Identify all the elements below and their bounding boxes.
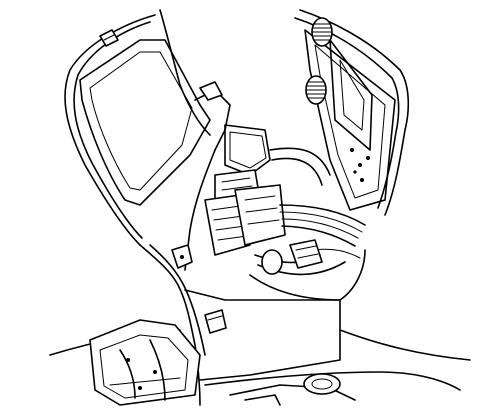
lower-left-bracket: [49, 319, 201, 406]
lower-knob-icon: [305, 75, 327, 105]
center-module: [184, 81, 271, 271]
lower-dash-structure: [139, 244, 471, 406]
left-trim-panel: [64, 9, 211, 246]
electrical-connector: [204, 169, 286, 256]
radio-console-bezel: [294, 9, 410, 216]
lower-right-hardware: [244, 373, 341, 406]
upper-knob-icon: [311, 17, 333, 47]
top-clip-icon: [99, 29, 119, 47]
harness-clip: [171, 244, 227, 334]
inline-connector-icon: [261, 239, 323, 275]
wiring-harness: [249, 147, 366, 301]
